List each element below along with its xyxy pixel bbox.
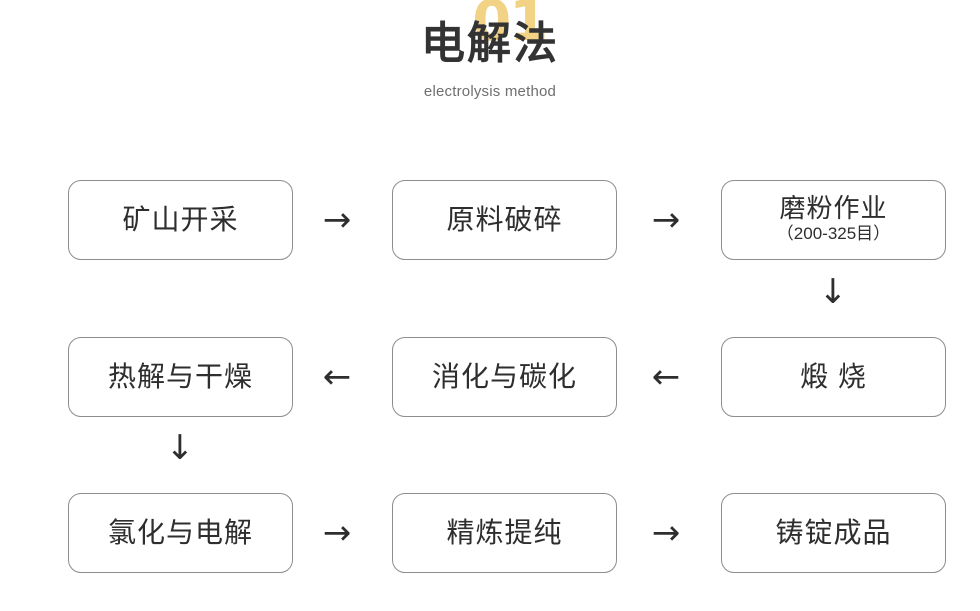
flow-node-label: 原料破碎	[446, 204, 563, 236]
flow-node-chlorination-electrolysis[interactable]: 氯化与电解	[68, 493, 293, 573]
flow-node-label: 热解与干燥	[107, 361, 253, 393]
flow-node-sublabel: （200-325目）	[776, 224, 891, 244]
flow-node-label: 氯化与电解	[107, 517, 253, 549]
flow-node-label: 磨粉作业	[779, 193, 888, 224]
arrow-down-icon: ↓	[818, 272, 848, 312]
flow-node-digestion-carbonization[interactable]: 消化与碳化	[392, 337, 617, 417]
flow-node-ingot-product[interactable]: 铸锭成品	[721, 493, 946, 573]
arrow-right-icon: →	[651, 200, 681, 240]
flow-node-calcination[interactable]: 煅 烧	[721, 337, 946, 417]
arrow-right-icon: →	[322, 200, 352, 240]
header-inner: 01 电解法 electrolysis method	[390, 0, 590, 118]
arrow-right-icon: →	[651, 513, 681, 553]
flow-node-label: 铸锭成品	[775, 517, 892, 549]
arrow-left-icon: ←	[651, 357, 681, 397]
flow-node-crushing[interactable]: 原料破碎	[392, 180, 617, 260]
arrow-right-icon: →	[322, 513, 352, 553]
flow-node-label: 矿山开采	[122, 204, 239, 236]
flow-node-pyrolysis-drying[interactable]: 热解与干燥	[68, 337, 293, 417]
arrow-down-icon: ↓	[165, 428, 195, 468]
flow-node-grinding[interactable]: 磨粉作业 （200-325目）	[721, 180, 946, 260]
arrow-left-icon: ←	[322, 357, 352, 397]
flow-node-label: 精炼提纯	[446, 517, 563, 549]
page-title: 电解法	[421, 19, 559, 68]
page-subtitle: electrolysis method	[423, 83, 557, 100]
flow-node-mining[interactable]: 矿山开采	[68, 180, 293, 260]
flow-node-label: 消化与碳化	[431, 361, 577, 393]
flow-node-label: 煅 烧	[800, 361, 867, 393]
section-number-badge: 01	[472, 0, 548, 54]
flow-node-refining-purification[interactable]: 精炼提纯	[392, 493, 617, 573]
page-header: 01 电解法 electrolysis method	[0, 0, 980, 118]
